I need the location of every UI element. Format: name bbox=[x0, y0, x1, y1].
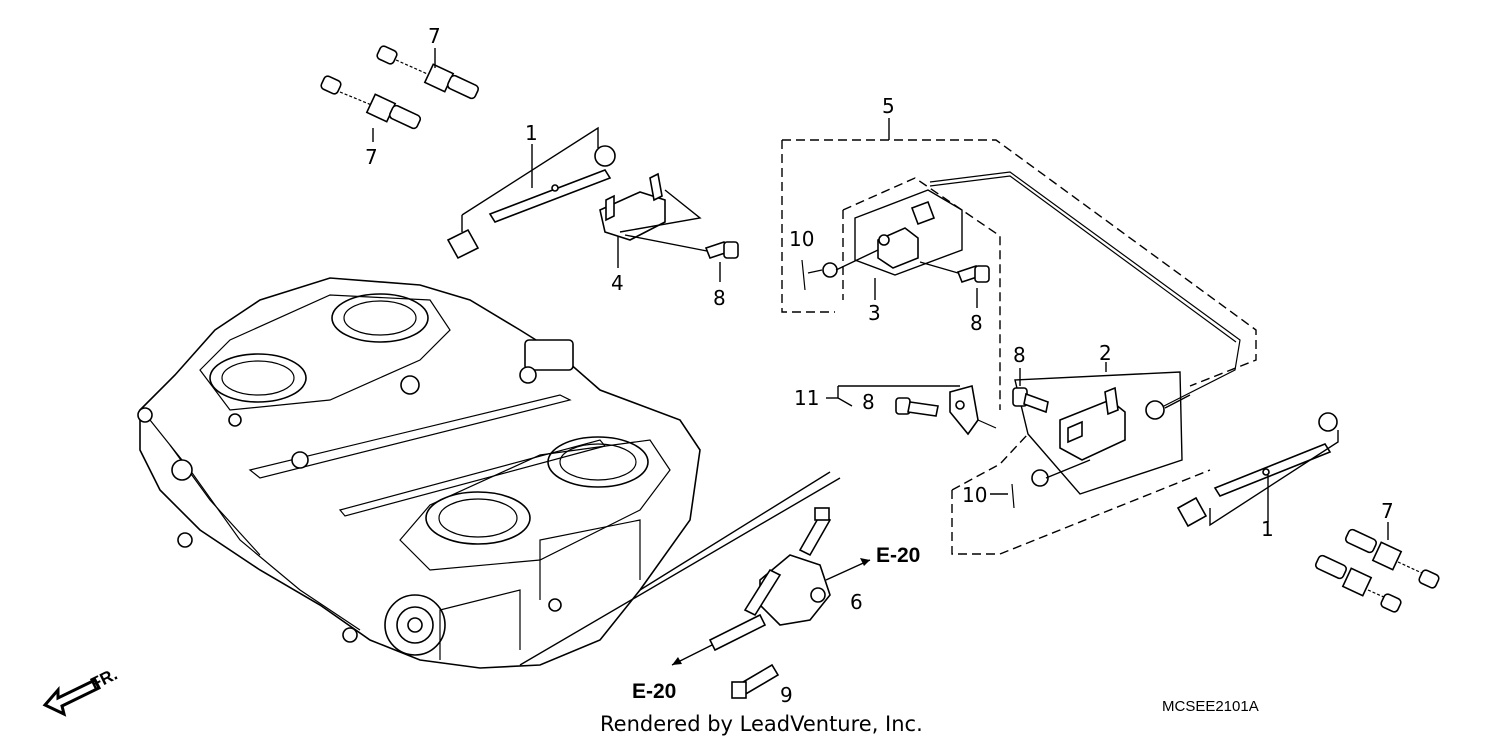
part-1-shaft-upper bbox=[446, 145, 616, 260]
part-6-sensor bbox=[708, 507, 832, 652]
callout-1-lower: 1 bbox=[1261, 517, 1274, 541]
part-8-bolt-b bbox=[956, 265, 990, 283]
diagram-code: MCSEE2101A bbox=[1162, 698, 1259, 715]
front-arrow-icon bbox=[42, 678, 102, 717]
reference-e20-right: E-20 bbox=[876, 544, 920, 567]
callout-11: 11 bbox=[794, 386, 819, 410]
callout-7-mid: 7 bbox=[365, 145, 378, 169]
callout-6: 6 bbox=[850, 590, 863, 614]
credit-text: Rendered by LeadVenture, Inc. bbox=[600, 712, 923, 736]
callout-8-upper-right: 8 bbox=[970, 311, 983, 335]
part-8-bolt-c bbox=[895, 397, 939, 417]
callout-4: 4 bbox=[611, 271, 624, 295]
part-9-bolt bbox=[731, 663, 780, 699]
callout-10-lower: 10 bbox=[962, 483, 987, 507]
part-11-lever bbox=[949, 384, 979, 436]
part-8-bolt-d bbox=[1012, 387, 1049, 414]
part-4-bracket bbox=[599, 172, 666, 241]
callout-10-upper: 10 bbox=[789, 227, 814, 251]
callout-2: 2 bbox=[1099, 341, 1112, 365]
part-8-bolt-a bbox=[704, 241, 739, 259]
throttle-body-assembly bbox=[137, 277, 701, 669]
callout-5: 5 bbox=[882, 94, 895, 118]
callout-1-upper: 1 bbox=[525, 121, 538, 145]
callout-8-left: 8 bbox=[713, 286, 726, 310]
callout-8-part2: 8 bbox=[1013, 343, 1026, 367]
callout-3: 3 bbox=[868, 301, 881, 325]
part-7-injector-top-left bbox=[320, 75, 422, 130]
part-3-bracket bbox=[877, 200, 936, 269]
part-7-injector-bottom-lower bbox=[1314, 554, 1402, 613]
part-7-injector-bottom-upper bbox=[1344, 528, 1440, 589]
callout-7-top: 7 bbox=[428, 24, 441, 48]
reference-e20-bottom: E-20 bbox=[632, 680, 676, 703]
callout-7-bottom: 7 bbox=[1381, 499, 1394, 523]
part-7-injector-top-right bbox=[376, 45, 480, 100]
part-1-shaft-lower bbox=[1176, 412, 1338, 528]
callout-8-part11: 8 bbox=[862, 390, 875, 414]
callout-9: 9 bbox=[780, 683, 793, 707]
part-2-bracket bbox=[1059, 386, 1126, 461]
